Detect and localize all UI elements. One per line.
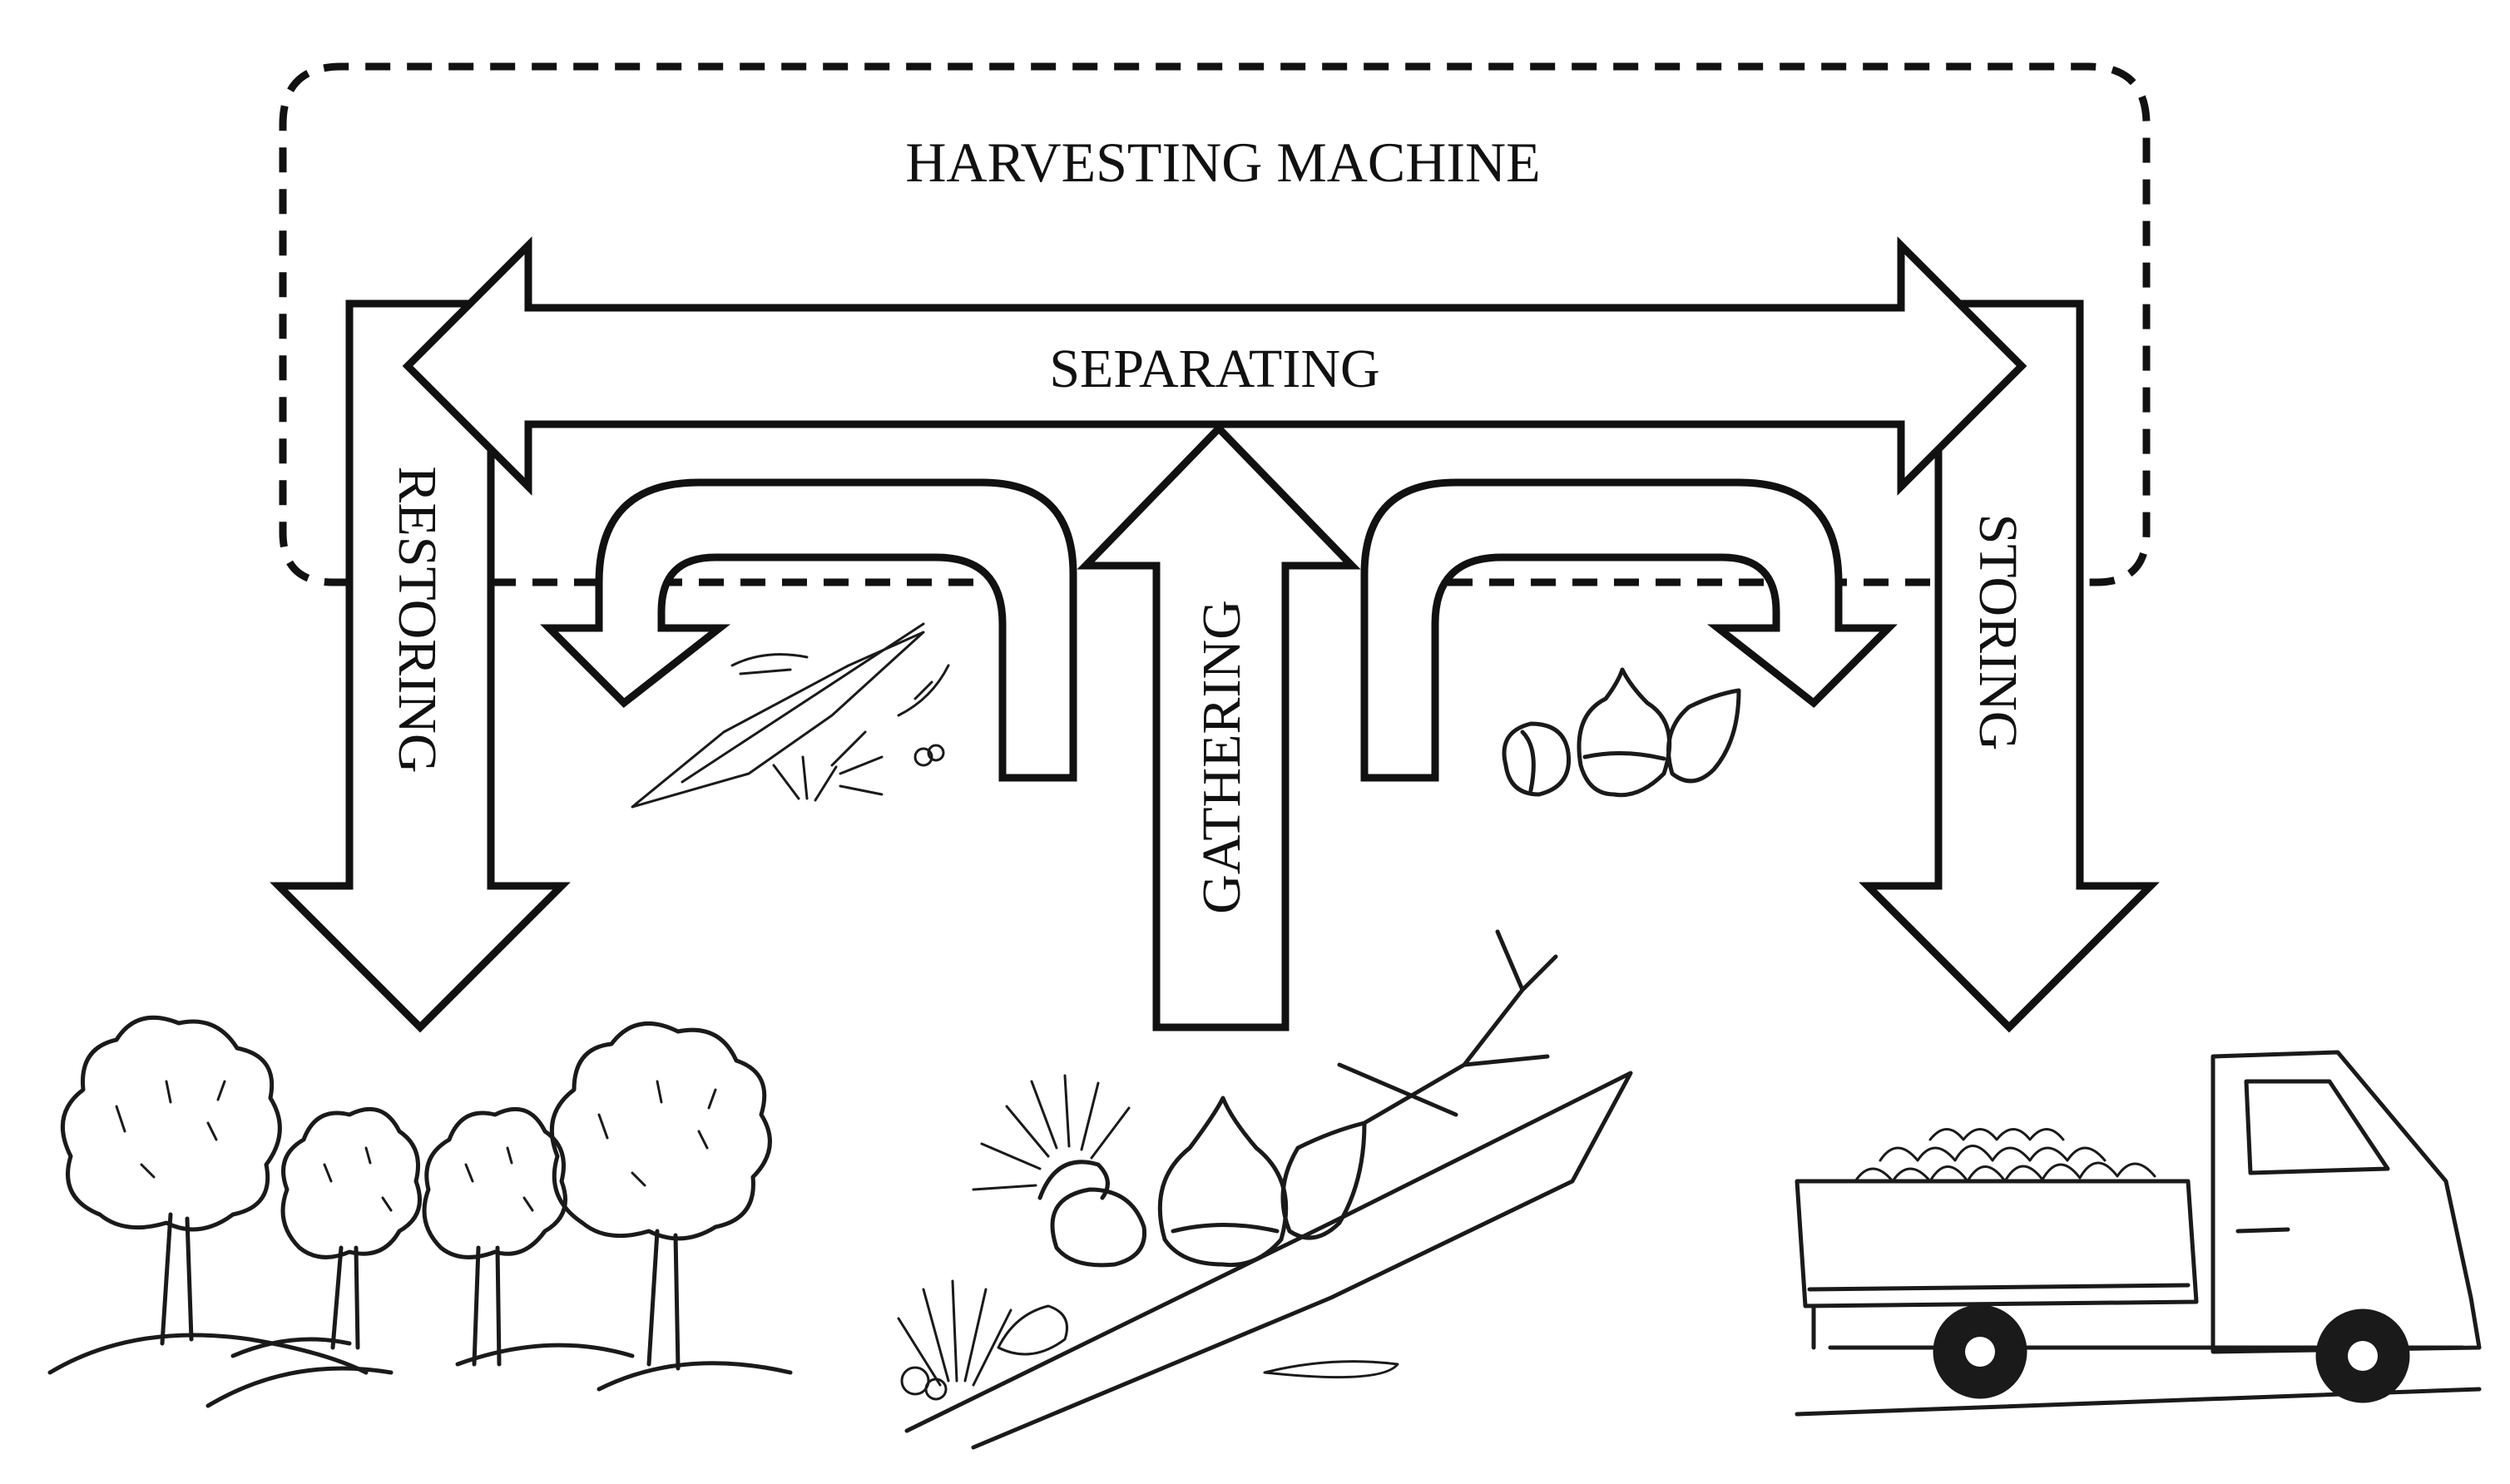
gathering-label: GATHERING bbox=[1191, 600, 1252, 914]
separating-arrow bbox=[402, 236, 2027, 496]
left-return-arrow bbox=[540, 478, 1077, 782]
storing-arrow bbox=[1859, 299, 2160, 1033]
gathering-arrow bbox=[1077, 423, 1361, 1031]
debris-icon bbox=[631, 622, 950, 809]
harvesting-machine-boundary bbox=[279, 62, 2151, 586]
chestnut-ground-icon bbox=[897, 929, 1633, 1450]
harvesting-machine-label: HARVESTING MACHINE bbox=[905, 131, 1540, 194]
separating-label: SEPARATING bbox=[1049, 339, 1379, 399]
storing-label: STORING bbox=[1968, 514, 2028, 751]
trees-icon bbox=[47, 1015, 793, 1408]
right-return-arrow bbox=[1360, 478, 1898, 782]
truck-icon bbox=[1795, 1050, 2482, 1417]
chestnuts-icon bbox=[1502, 667, 1741, 798]
restoring-label: RESTORING bbox=[387, 466, 448, 773]
